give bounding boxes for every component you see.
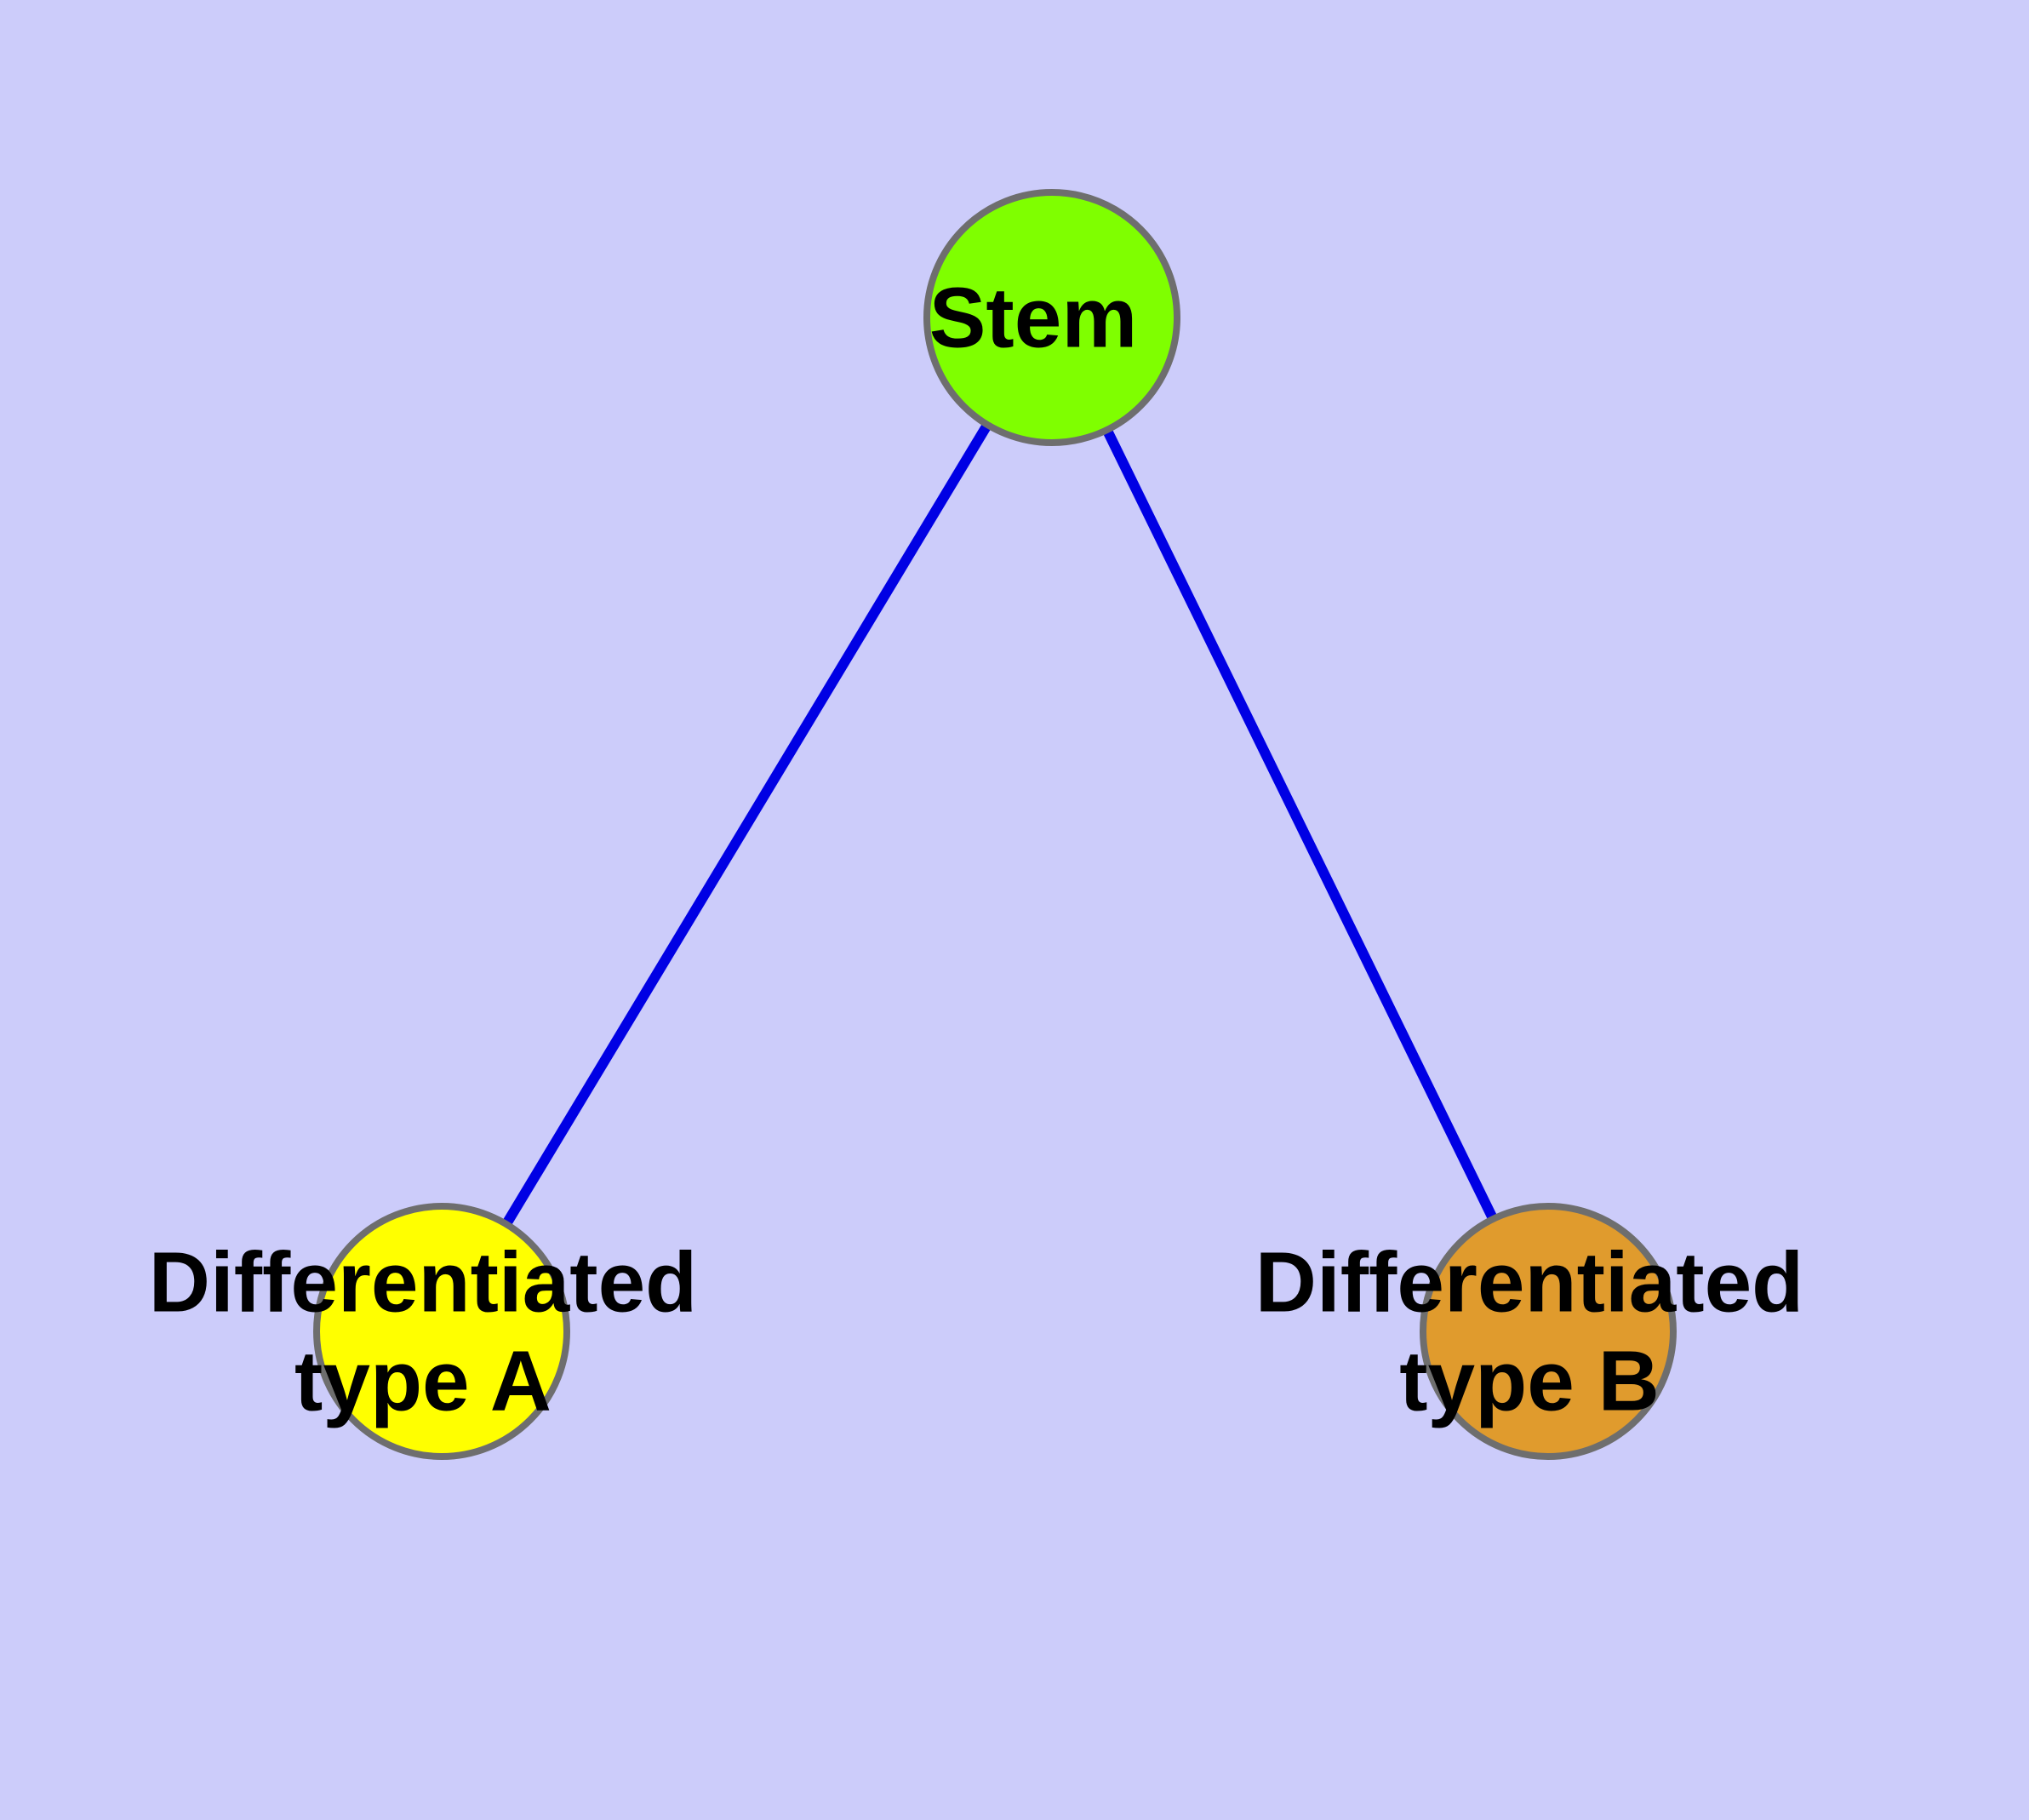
graph-edge bbox=[501, 421, 992, 1228]
node-label-line: type A bbox=[294, 1334, 552, 1429]
node-label-line: Stem bbox=[929, 271, 1138, 366]
graph-node-stem[interactable] bbox=[923, 189, 1180, 446]
node-label-line: Differentiated bbox=[1255, 1235, 1804, 1331]
graph-node-diff_b[interactable] bbox=[1420, 1203, 1677, 1460]
node-label-line: type B bbox=[1399, 1334, 1660, 1429]
nodes-layer bbox=[313, 189, 1677, 1460]
node-label-stem: Stem bbox=[929, 271, 1138, 366]
graph-node-diff_a[interactable] bbox=[313, 1203, 570, 1460]
node-label-line: Differentiated bbox=[149, 1235, 698, 1331]
edges-layer bbox=[501, 421, 1498, 1228]
graph-edge bbox=[1102, 427, 1498, 1222]
